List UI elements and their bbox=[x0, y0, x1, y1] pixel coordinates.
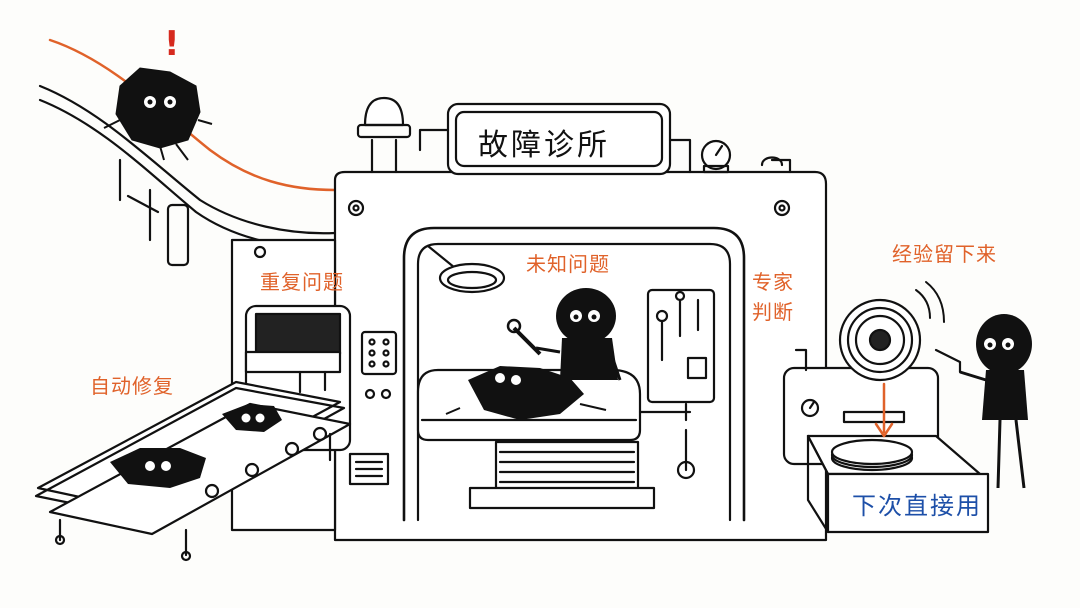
alert-mark: ! bbox=[164, 24, 180, 64]
label-expert-line1: 专家 bbox=[752, 270, 794, 294]
archivist-figure bbox=[959, 314, 1032, 489]
diagnosis-archway bbox=[402, 226, 746, 522]
warning-lamp bbox=[356, 96, 412, 174]
top-sign-box bbox=[418, 102, 692, 176]
label-unknown-issue: 未知问题 bbox=[526, 252, 610, 276]
label-auto-repair: 自动修复 bbox=[90, 374, 174, 398]
creature-on-belt-2 bbox=[222, 404, 282, 432]
operating-lamp bbox=[426, 244, 506, 294]
label-repeat-issue: 重复问题 bbox=[260, 270, 344, 294]
label-next-time: 下次直接用 bbox=[852, 492, 982, 520]
pressure-gauge bbox=[700, 139, 732, 174]
doctor-figure bbox=[506, 288, 622, 381]
entry-chute bbox=[38, 38, 337, 267]
label-experience: 经验留下来 bbox=[892, 242, 997, 266]
label-expert-line2: 判断 bbox=[752, 300, 794, 324]
right-valve bbox=[760, 156, 792, 174]
control-keypad bbox=[348, 330, 398, 486]
creature-on-table bbox=[445, 366, 607, 420]
tool-board bbox=[646, 288, 716, 404]
creature-on-belt-1 bbox=[110, 448, 206, 488]
clinic-sign-title: 故障诊所 bbox=[478, 128, 610, 163]
creature-on-slide bbox=[103, 67, 213, 161]
record-drawer bbox=[806, 382, 990, 534]
